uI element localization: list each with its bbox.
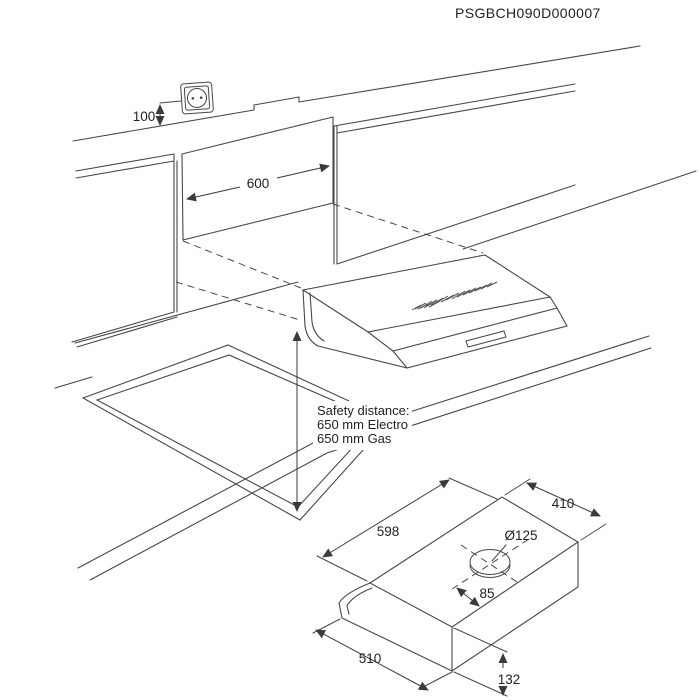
dim-cabinet-gap-label: 600 [247, 176, 270, 191]
hood-vent-grille [411, 281, 498, 311]
safety-note-line3: 650 mm Gas [317, 431, 392, 446]
dim-height: 132 [453, 627, 521, 697]
dim-outlet-diameter-label: Ø125 [504, 528, 537, 543]
wall-line-left-stub [54, 376, 93, 389]
hood-outlet-hole [451, 538, 530, 590]
dim-outlet-offset-label: 85 [479, 586, 494, 601]
wall-line-right [462, 170, 697, 250]
outlet-leader-line [491, 544, 507, 562]
dim-width-bottom-label: 510 [359, 651, 382, 666]
dim-height-label: 132 [498, 672, 521, 687]
counter-front-edge [77, 335, 652, 581]
hood-control-slot [465, 330, 507, 348]
wall-top-line [72, 45, 641, 142]
dim-depth-label: 410 [552, 496, 575, 511]
model-code: PSGBCH090D000007 [455, 5, 601, 21]
left-wall-cabinet [71, 153, 178, 348]
dim-width-top: 598 [316, 477, 498, 582]
dim-outlet-offset: 85 [456, 586, 495, 607]
safety-note-line1: Safety distance: [317, 403, 410, 418]
right-wall-cabinet [333, 83, 576, 265]
dim-width-bottom: 510 [312, 618, 453, 691]
dim-depth: 410 [504, 478, 607, 541]
dim-socket-height-label: 100 [133, 109, 156, 124]
cooker-hood [301, 254, 568, 369]
safety-note-line2: 650 mm Electro [317, 417, 408, 432]
hood-dimension-view: Ø125 598 410 85 510 [312, 477, 607, 697]
wall-line-left [74, 281, 299, 344]
socket-leader-line [159, 100, 182, 104]
safety-note: Safety distance: 650 mm Electro 650 mm G… [317, 403, 410, 446]
dim-width-top-label: 598 [377, 524, 400, 539]
hood-body [338, 496, 580, 673]
power-socket-icon [180, 81, 214, 115]
kitchen-scene: 100 600 Safety distance: 650 mm Electro … [54, 45, 697, 581]
cabinet-recess-panel [181, 116, 334, 241]
dim-cabinet-gap: 600 [186, 163, 330, 202]
safety-note-background [313, 401, 412, 450]
recess-projection-dashed-lines [175, 203, 484, 321]
